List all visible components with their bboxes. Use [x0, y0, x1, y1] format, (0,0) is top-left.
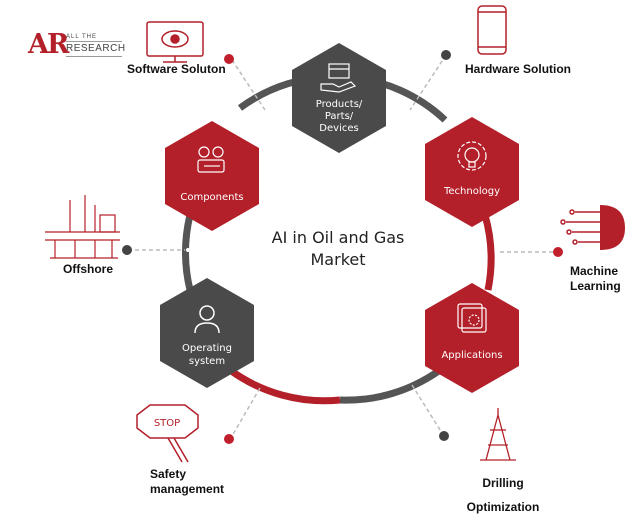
ring-arc-gray-bottomright — [339, 367, 443, 404]
label-safety-management: Safety management — [150, 467, 225, 496]
center-title-line1: AI in Oil and Gas — [272, 228, 405, 247]
ring-arc-red-right — [481, 214, 495, 291]
dot-drilling — [439, 431, 449, 441]
dot-machine-learning — [553, 247, 563, 257]
node-label-components: Components — [180, 192, 243, 203]
logo-rule-top — [66, 41, 122, 42]
connector-software — [231, 59, 266, 111]
logo-mark: AR — [28, 29, 69, 60]
dot-software — [224, 54, 234, 64]
node-label-products-1: Products/ — [316, 99, 363, 110]
center-title-line2: Market — [311, 250, 366, 269]
app-window-icon — [457, 303, 487, 333]
node-label-products-2: Parts/ — [325, 111, 354, 122]
box-hand-icon — [320, 63, 357, 93]
logo-rule-bottom — [66, 56, 122, 57]
node-label-applications: Applications — [441, 350, 502, 361]
hex-node-technology[interactable]: Technology — [425, 117, 519, 227]
hex-node-components[interactable]: Components — [165, 121, 259, 231]
svg-text:STOP: STOP — [154, 418, 180, 429]
connector-hardware — [409, 54, 447, 111]
tablet-icon — [477, 5, 507, 55]
logo-small-text: ALL THE — [66, 34, 98, 40]
drilling-rig-icon — [480, 408, 516, 461]
hex-node-operating-system[interactable]: Operating system — [160, 278, 254, 388]
offshore-platform-icon — [45, 195, 120, 259]
hex-node-products[interactable]: Products/ Parts/ Devices — [292, 43, 386, 153]
label-hardware-solution: Hardware Solution — [465, 62, 572, 76]
monitor-eye-icon — [146, 21, 204, 63]
node-label-technology: Technology — [443, 186, 500, 197]
connector-drilling — [411, 384, 443, 434]
components-icon — [197, 146, 225, 173]
dot-safety — [224, 434, 234, 444]
label-drilling-optimization: Drilling Optimization — [466, 476, 540, 514]
label-offshore: Offshore — [63, 262, 114, 276]
node-label-products-3: Devices — [319, 123, 358, 134]
ring-arc-red-bottom — [227, 367, 341, 405]
user-icon — [194, 305, 220, 334]
ring-arc-gray-left — [182, 214, 194, 291]
gear-bulb-icon — [457, 141, 487, 171]
brand-logo: AR ALL THE RESEARCH — [28, 30, 148, 64]
connector-safety — [231, 387, 261, 437]
logo-big-text: RESEARCH — [66, 43, 126, 54]
node-label-operating-2: system — [189, 356, 225, 367]
dot-offshore — [122, 245, 132, 255]
ai-brain-icon — [560, 205, 625, 250]
hex-node-applications[interactable]: Applications — [425, 283, 519, 393]
ring-tick — [186, 248, 190, 252]
dot-hardware — [441, 50, 451, 60]
stop-sign-icon: STOP — [136, 404, 199, 463]
node-label-operating-1: Operating — [182, 343, 232, 354]
label-machine-learning: Machine Learning — [570, 264, 621, 293]
label-software-solution: Software Soluton — [127, 62, 226, 76]
